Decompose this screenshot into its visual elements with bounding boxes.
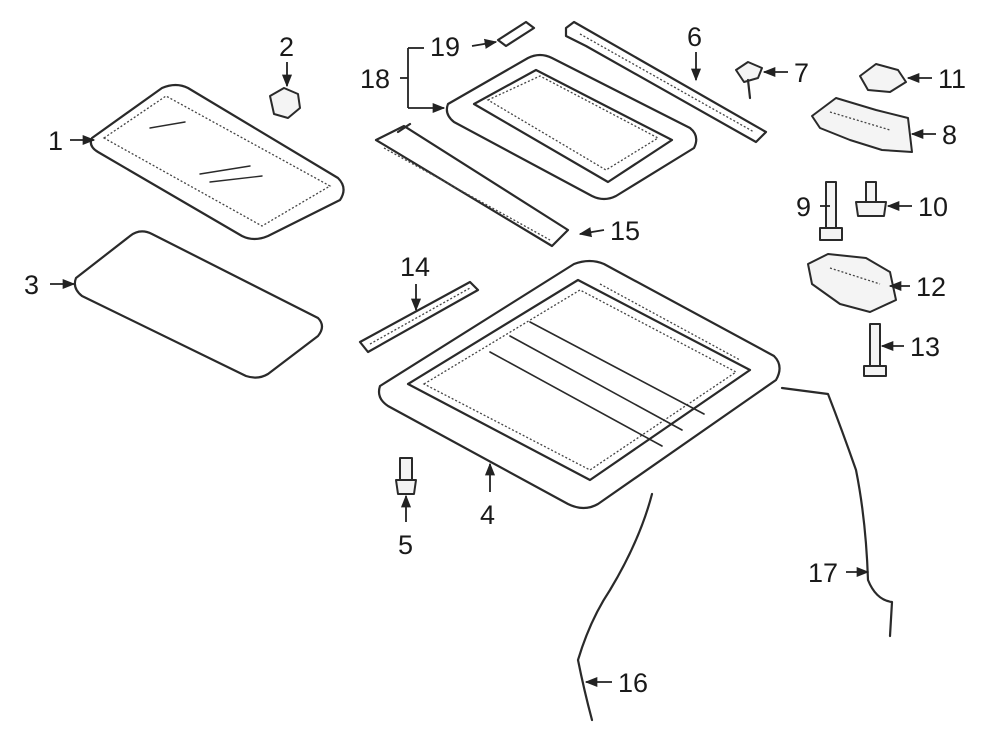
leader-lines xyxy=(50,38,936,688)
callout-9: 9 xyxy=(796,192,811,222)
drain-tube-17 xyxy=(780,386,894,638)
callout-6: 6 xyxy=(687,22,702,52)
nut xyxy=(269,87,301,119)
deflector-strip xyxy=(496,20,536,48)
callout-17: 17 xyxy=(808,558,838,588)
callout-2: 2 xyxy=(279,32,294,62)
glass-panel xyxy=(89,83,345,241)
screw-10 xyxy=(855,181,887,217)
callout-3: 3 xyxy=(24,270,39,300)
callout-15: 15 xyxy=(610,216,640,246)
bolt-7 xyxy=(735,61,763,100)
callout-5: 5 xyxy=(398,530,413,560)
callout-18: 18 xyxy=(360,64,390,94)
sunshade-frame xyxy=(445,53,698,201)
callout-16: 16 xyxy=(618,668,648,698)
bracket-12 xyxy=(807,253,897,313)
callout-7: 7 xyxy=(794,58,809,88)
seal xyxy=(73,230,324,379)
callout-1: 1 xyxy=(48,126,63,156)
bolt-9 xyxy=(819,181,843,241)
fastener-5 xyxy=(395,457,417,495)
clip-11 xyxy=(859,63,907,93)
bracket-8 xyxy=(811,97,913,153)
front-rail xyxy=(564,20,768,144)
callout-8: 8 xyxy=(942,120,957,150)
callout-10: 10 xyxy=(918,192,948,222)
callout-19: 19 xyxy=(430,32,460,62)
sunroof-frame xyxy=(377,259,781,510)
drain-tube-16 xyxy=(576,492,654,722)
deflector-14 xyxy=(358,280,480,354)
callout-4: 4 xyxy=(480,500,495,530)
callout-12: 12 xyxy=(916,272,946,302)
screw-13 xyxy=(863,323,887,377)
drain-trough xyxy=(374,122,570,248)
callout-14: 14 xyxy=(400,252,430,282)
callout-11: 11 xyxy=(938,64,966,94)
callout-13: 13 xyxy=(910,332,940,362)
